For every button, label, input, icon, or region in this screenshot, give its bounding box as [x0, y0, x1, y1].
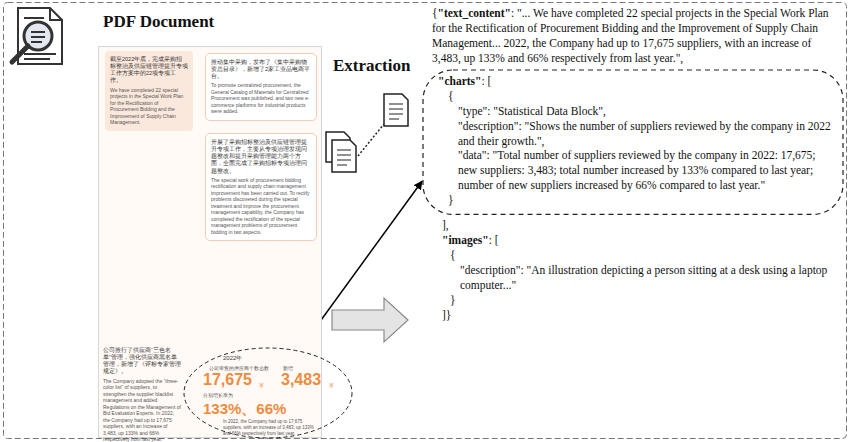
body-text-en: The Company adopted the “three-color lis…: [103, 378, 181, 442]
json-line: "description": "An illustration depictin…: [432, 263, 840, 293]
summary-card: 截至2022年底，完成采购招标整治及供应链管理提升专项工作方案中的22项专项工作…: [105, 51, 193, 131]
stats-callout: 2022年公司审查的供应商个数总数 新增 17,675 家 3,483 家分别增长率为13…: [183, 347, 353, 439]
stat-unit: 家: [329, 382, 334, 389]
stat-caption: 新增: [283, 365, 293, 372]
text-card: 开展了采购招标整治及供应链管理提升专项工作，主要从专项治理发现问题整改和提升采购…: [205, 133, 317, 241]
body-text-zh: 推动集中采购，发布了《集中采购物资总目录》，新增了2家工业品电商平台。: [211, 59, 311, 80]
json-key: "images": [442, 234, 489, 246]
json-text: : [: [489, 234, 499, 246]
json-key: "charts": [438, 75, 481, 87]
json-line: {"text_content": "... We have completed …: [432, 6, 840, 66]
stat-number: 133%、66%: [203, 399, 286, 419]
charts-region: "charts": [{"type": "Statistical Data Bl…: [422, 69, 844, 215]
body-text-zh: 截至2022年底，完成采购招标整治及供应链管理提升专项工作方案中的22项专项工作…: [110, 56, 188, 85]
json-text: ],: [442, 219, 449, 231]
year-label: 2022年: [223, 355, 242, 363]
stat-note: In 2022, the Company had up to 17,675 su…: [223, 419, 315, 437]
json-line: "type": "Statistical Data Block",: [432, 104, 834, 119]
document-title: PDF Document: [103, 11, 214, 33]
text-card: 推动集中采购，发布了《集中采购物资总目录》，新增了2家工业品电商平台。To pr…: [205, 53, 317, 121]
stat-number: 17,675: [203, 370, 252, 391]
pdf-icon: [12, 8, 62, 64]
extraction-label: Extraction: [333, 56, 410, 76]
json-line: ],: [432, 218, 840, 233]
json-line: "images": [: [432, 233, 840, 248]
stat-unit: 家: [259, 382, 264, 389]
json-key: "text_content": [438, 7, 511, 19]
document-icons: [326, 94, 408, 172]
json-text: {: [448, 90, 454, 102]
json-text: "description": "An illustration depictin…: [460, 264, 827, 291]
json-line: }: [432, 293, 840, 308]
json-line: "description": "Shows the number of supp…: [432, 119, 834, 149]
json-line: "charts": [: [432, 74, 834, 89]
json-line: "data": "Total number of suppliers revie…: [432, 148, 834, 193]
body-text-en: To promote centralized procurement, the …: [211, 82, 311, 115]
json-text: {: [432, 7, 438, 19]
outer-frame: [4, 3, 847, 439]
stat-number: 3,483: [281, 370, 321, 391]
json-text: "description": "Shows the number of supp…: [458, 120, 831, 147]
body-text-zh: 公司推行了供应商“三色名单”管理，强化供应商黑名单管理，新增了《评标专家管理规定…: [103, 347, 181, 376]
region-slot: "charts": [{"type": "Statistical Data Bl…: [432, 69, 840, 215]
json-text: : [: [481, 75, 491, 87]
body-text-en: We have completed 22 special projects in…: [110, 87, 188, 126]
json-line: {: [432, 248, 840, 263]
body-text-en: The special work of procurement bidding …: [211, 177, 311, 236]
extraction-arrow: [332, 298, 408, 342]
json-text: }: [450, 294, 456, 306]
text-block: 公司推行了供应商“三色名单”管理，强化供应商黑名单管理，新增了《评标专家管理规定…: [103, 347, 181, 442]
body-text-zh: 开展了采购招标整治及供应链管理提升专项工作，主要从专项治理发现问题整改和提升采购…: [211, 139, 311, 175]
json-text: "data": "Total number of suppliers revie…: [458, 149, 816, 191]
json-text: ]}: [442, 309, 451, 321]
json-line: ]}: [432, 308, 840, 323]
json-line: }: [432, 193, 834, 208]
pdf-page: 公司推行了供应商“三色名单”管理，强化供应商黑名单管理，新增了《评标专家管理规定…: [98, 46, 322, 438]
json-output: {"text_content": "... We have completed …: [432, 6, 840, 323]
json-line: {: [432, 89, 834, 104]
stat-caption: 公司审查的供应商个数总数: [209, 365, 269, 372]
json-text: {: [450, 249, 456, 261]
stat-caption: 分别增长率为: [203, 392, 233, 399]
json-text: "type": "Statistical Data Block",: [458, 105, 606, 117]
json-text: }: [448, 194, 454, 206]
